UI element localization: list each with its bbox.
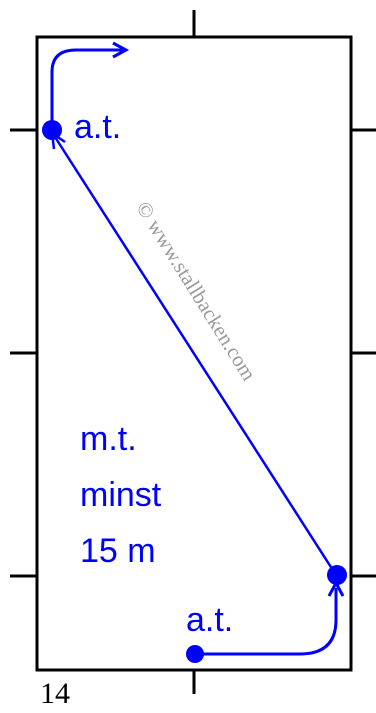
page-number: 14 xyxy=(40,677,70,710)
arrowhead-top xyxy=(112,41,130,59)
label-end-marker: a.t. xyxy=(186,601,234,639)
label-start-marker: a.t. xyxy=(74,108,122,146)
label-middle-line-2: minst xyxy=(80,476,162,514)
dot-lower-right xyxy=(327,565,347,585)
label-middle-line-1: m.t. xyxy=(80,420,137,458)
dot-bottom-start xyxy=(186,645,204,663)
path-bottom-curve xyxy=(194,588,338,656)
label-middle-line-3: 15 m xyxy=(80,532,156,570)
path-top-curve xyxy=(50,48,124,122)
dot-upper-left xyxy=(42,120,62,140)
path-diagonal xyxy=(53,136,338,576)
